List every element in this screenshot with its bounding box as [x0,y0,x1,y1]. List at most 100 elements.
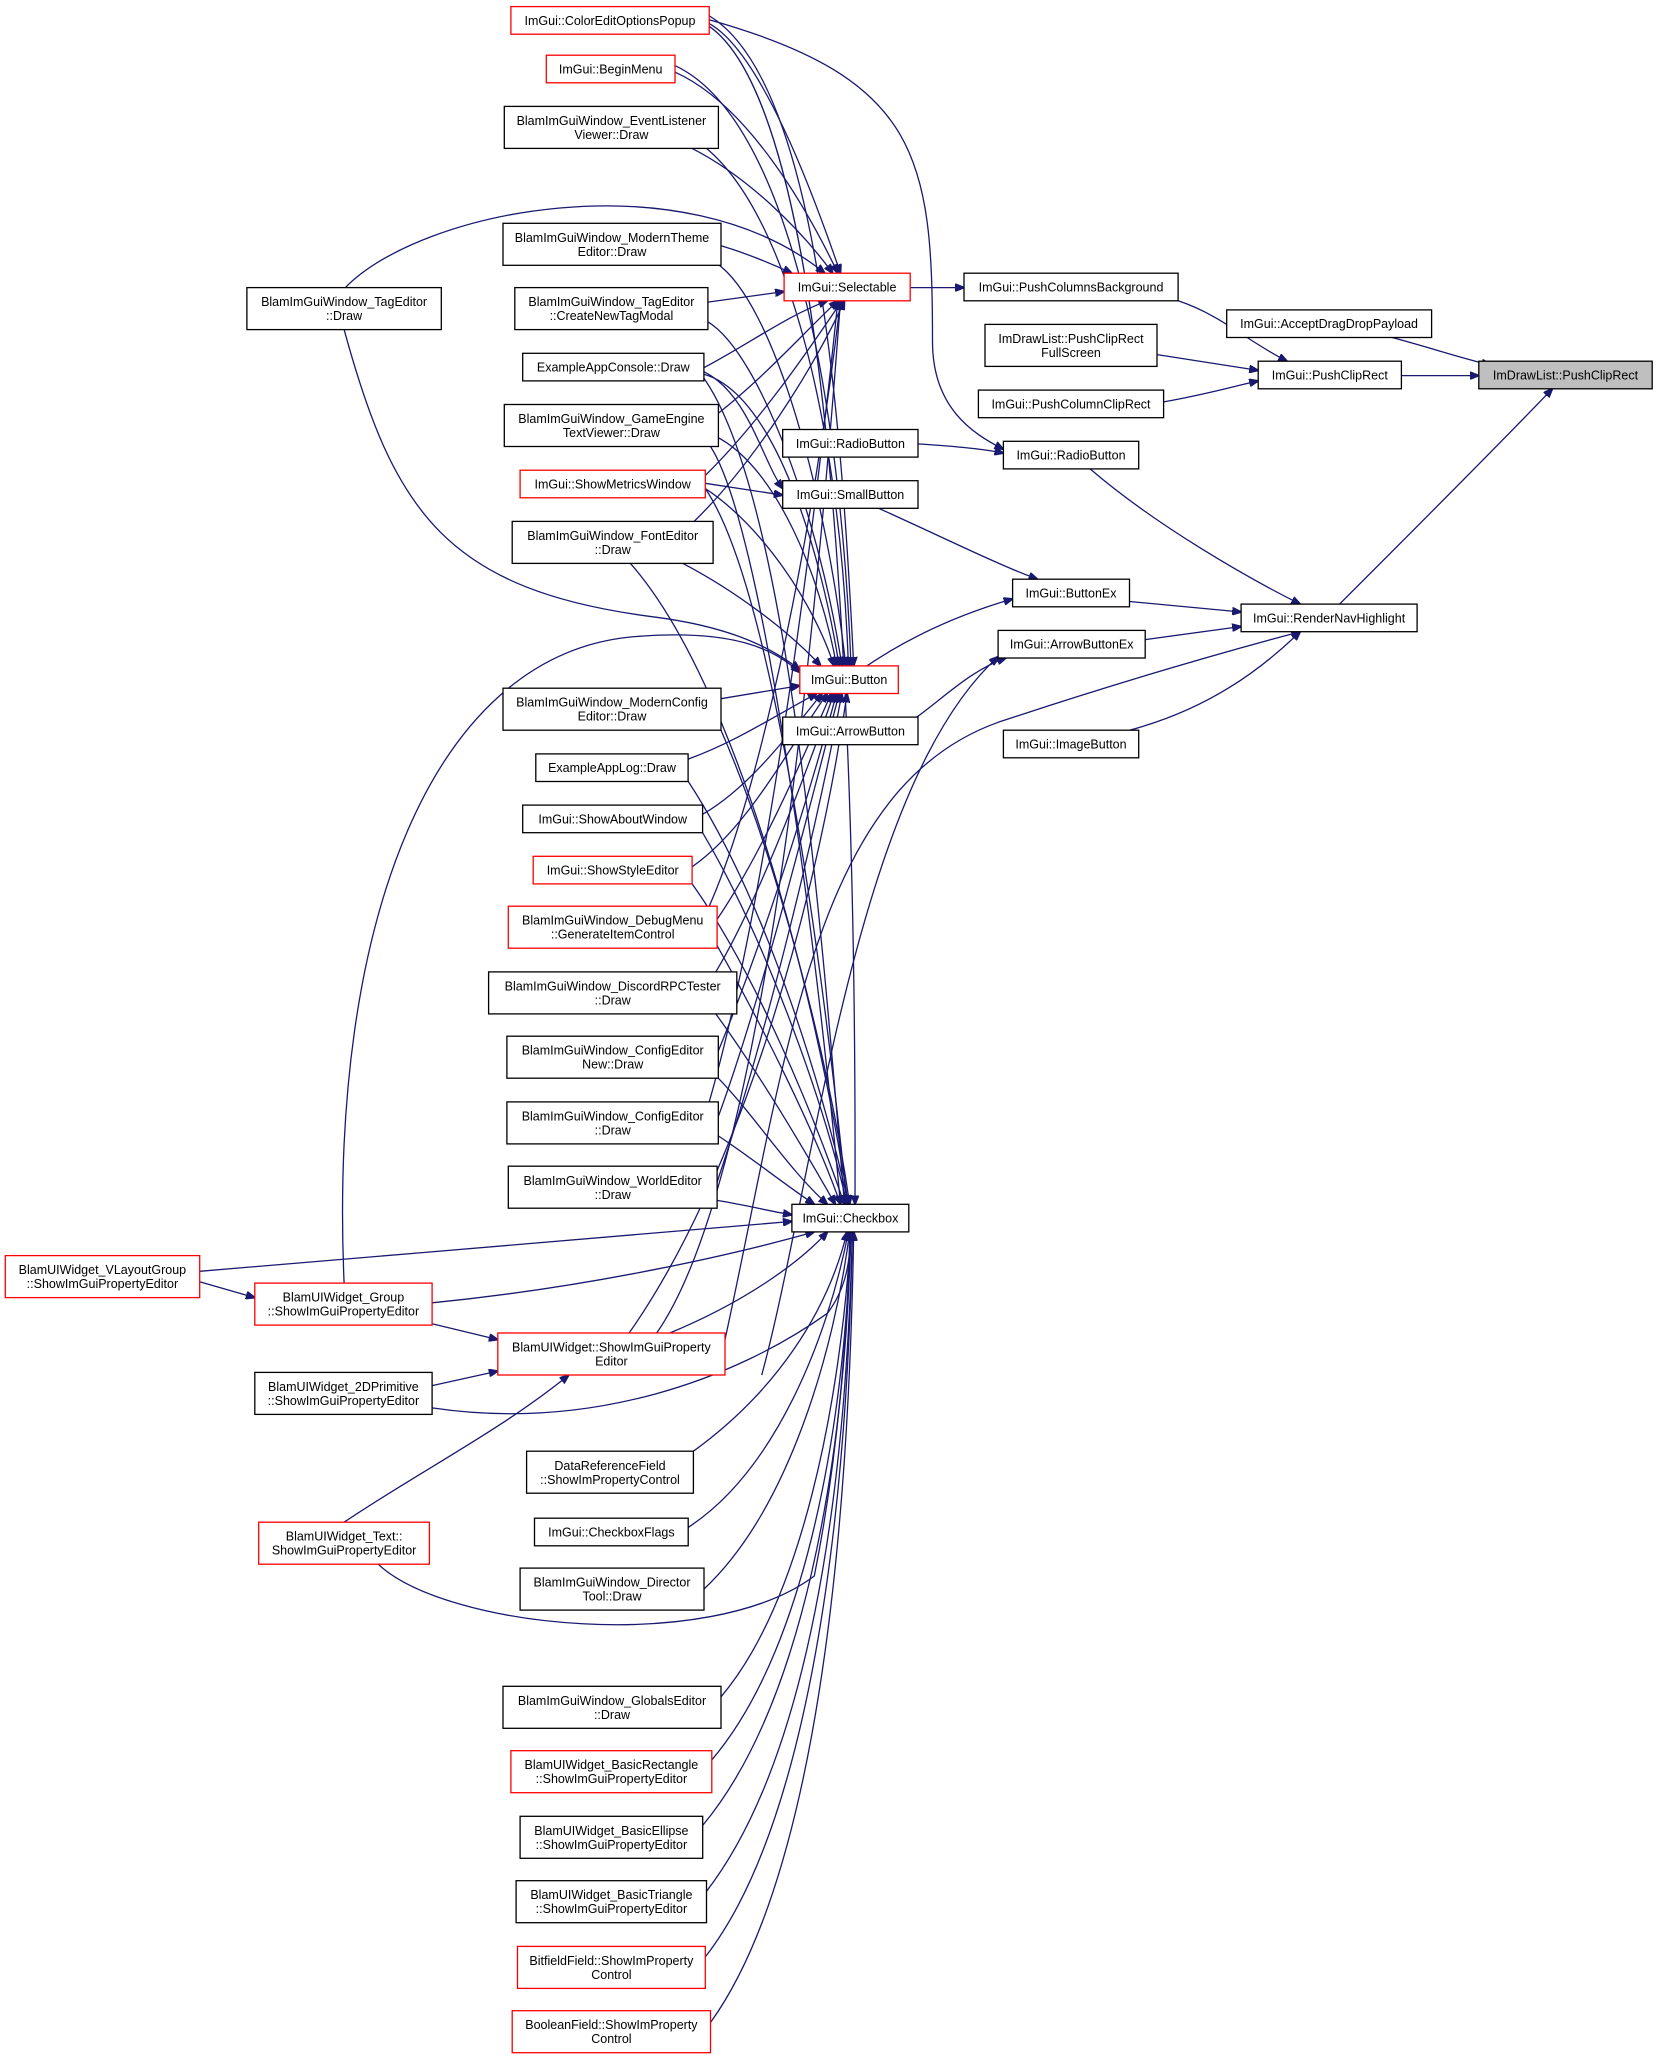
node-box[interactable] [502,687,722,731]
node-box[interactable] [782,428,919,458]
node-imagebutton[interactable]: ImGui::ImageButton [1002,729,1140,759]
node-pushcolbg[interactable]: ImGui::PushColumnsBackground [963,272,1179,302]
node-box[interactable] [1257,360,1403,390]
node-discord[interactable]: BlamImGuiWindow_DiscordRPCTester::Draw [487,971,738,1015]
node-box[interactable] [487,971,738,1015]
node-boolean[interactable]: BooleanField::ShowImPropertyControl [511,2010,712,2054]
node-box[interactable] [503,403,720,448]
node-box[interactable] [507,905,718,949]
node-box[interactable] [1226,309,1433,339]
node-widget[interactable]: BlamUIWidget::ShowImGuiPropertyEditor [497,1332,726,1376]
node-rendernav[interactable]: ImGui::RenderNavHighlight [1240,603,1418,633]
node-radiobutton1[interactable]: ImGui::RadioButton [782,428,919,458]
node-box[interactable] [511,2010,712,2054]
node-box[interactable] [519,1815,704,1859]
node-box[interactable] [977,389,1165,419]
node-target[interactable]: ImDrawList::PushClipRect [1478,360,1653,390]
node-box[interactable] [502,222,722,266]
node-box[interactable] [254,1371,433,1416]
node-box[interactable] [545,54,676,84]
node-tageditor_draw[interactable]: BlamImGuiWindow_TagEditor::Draw [246,286,442,331]
node-acceptdrag[interactable]: ImGui::AcceptDragDropPayload [1226,309,1433,339]
node-about[interactable]: ImGui::ShowAboutWindow [522,804,704,834]
node-button[interactable]: ImGui::Button [799,665,899,695]
node-coloredit[interactable]: ImGui::ColorEditOptionsPopup [510,5,710,35]
node-box[interactable] [519,1567,705,1611]
node-box[interactable] [254,1282,433,1326]
node-arrowbutton[interactable]: ImGui::ArrowButton [782,716,919,746]
node-applog[interactable]: ExampleAppLog::Draw [535,753,689,783]
node-gameengine[interactable]: BlamImGuiWindow_GameEngineTextViewer::Dr… [503,403,720,448]
node-box[interactable] [502,1685,722,1729]
node-box[interactable] [1240,603,1418,633]
node-box[interactable] [497,1332,726,1376]
node-box[interactable] [519,469,706,499]
node-box[interactable] [514,286,709,331]
node-styleeditor[interactable]: ImGui::ShowStyleEditor [532,855,693,885]
node-checkbox[interactable]: ImGui::Checkbox [791,1203,910,1233]
node-box[interactable] [782,480,919,509]
node-box[interactable] [507,1165,718,1209]
node-box[interactable] [963,272,1179,302]
node-arrowbuttonex[interactable]: ImGui::ArrowButtonEx [997,629,1146,659]
node-eventlistener[interactable]: BlamImGuiWindow_EventListenerViewer::Dra… [503,105,720,150]
node-box[interactable] [506,1035,719,1079]
node-ellipse[interactable]: BlamUIWidget_BasicEllipse::ShowImGuiProp… [519,1815,704,1859]
node-appconsole[interactable]: ExampleAppConsole::Draw [522,352,705,382]
node-group[interactable]: BlamUIWidget_Group::ShowImGuiPropertyEdi… [254,1282,433,1326]
node-box[interactable] [506,1101,719,1145]
node-pushcliprect[interactable]: ImGui::PushClipRect [1257,360,1403,390]
node-box[interactable] [522,804,704,834]
node-box[interactable] [258,1521,431,1565]
node-prim2d[interactable]: BlamUIWidget_2DPrimitive::ShowImGuiPrope… [254,1371,433,1416]
node-box[interactable] [791,1203,910,1233]
node-worldeditor[interactable]: BlamImGuiWindow_WorldEditor::Draw [507,1165,718,1209]
node-dataref[interactable]: DataReferenceField::ShowImPropertyContro… [525,1450,695,1494]
node-box[interactable] [535,753,689,783]
node-box[interactable] [1002,729,1140,759]
node-globals[interactable]: BlamImGuiWindow_GlobalsEditor::Draw [502,1685,722,1729]
node-box[interactable] [246,286,442,331]
node-fonteditor[interactable]: BlamImGuiWindow_FontEditor::Draw [511,520,714,565]
node-checkboxflags[interactable]: ImGui::CheckboxFlags [533,1517,689,1547]
node-radiobutton2[interactable]: ImGui::RadioButton [1002,440,1140,470]
node-text[interactable]: BlamUIWidget_Text::ShowImGuiPropertyEdit… [258,1521,431,1565]
node-vlayout[interactable]: BlamUIWidget_VLayoutGroup::ShowImGuiProp… [4,1254,201,1299]
node-box[interactable] [525,1450,695,1494]
node-box[interactable] [515,1880,708,1924]
node-box[interactable] [516,1945,706,1990]
node-box[interactable] [510,5,710,35]
node-box[interactable] [799,665,899,695]
node-buttonex[interactable]: ImGui::ButtonEx [1011,578,1131,608]
node-rect[interactable]: BlamUIWidget_BasicRectangle::ShowImGuiPr… [510,1750,713,1794]
node-bitfield[interactable]: BitfieldField::ShowImPropertyControl [516,1945,706,1990]
node-selectable[interactable]: ImGui::Selectable [783,272,911,302]
node-box[interactable] [510,1750,713,1794]
node-metrics[interactable]: ImGui::ShowMetricsWindow [519,469,706,499]
node-box[interactable] [984,323,1158,368]
node-box[interactable] [511,520,714,565]
node-beginmenu[interactable]: ImGui::BeginMenu [545,54,676,84]
node-pushcolclip[interactable]: ImGui::PushColumnClipRect [977,389,1165,419]
node-box[interactable] [533,1517,689,1547]
node-box[interactable] [783,272,911,302]
node-tageditor_newtag[interactable]: BlamImGuiWindow_TagEditor::CreateNewTagM… [514,286,709,331]
node-box[interactable] [522,352,705,382]
node-box[interactable] [997,629,1146,659]
node-box[interactable] [532,855,693,885]
node-smallbutton[interactable]: ImGui::SmallButton [782,480,919,509]
node-triangle[interactable]: BlamUIWidget_BasicTriangle::ShowImGuiPro… [515,1880,708,1924]
node-box[interactable] [503,105,720,150]
node-box[interactable] [782,716,919,746]
node-box[interactable] [4,1254,201,1299]
node-box[interactable] [1011,578,1131,608]
node-box[interactable] [1478,360,1653,390]
node-configeditor[interactable]: BlamImGuiWindow_ConfigEditor::Draw [506,1101,719,1145]
node-box[interactable] [1002,440,1140,470]
node-debugmenu[interactable]: BlamImGuiWindow_DebugMenu::GenerateItemC… [507,905,718,949]
